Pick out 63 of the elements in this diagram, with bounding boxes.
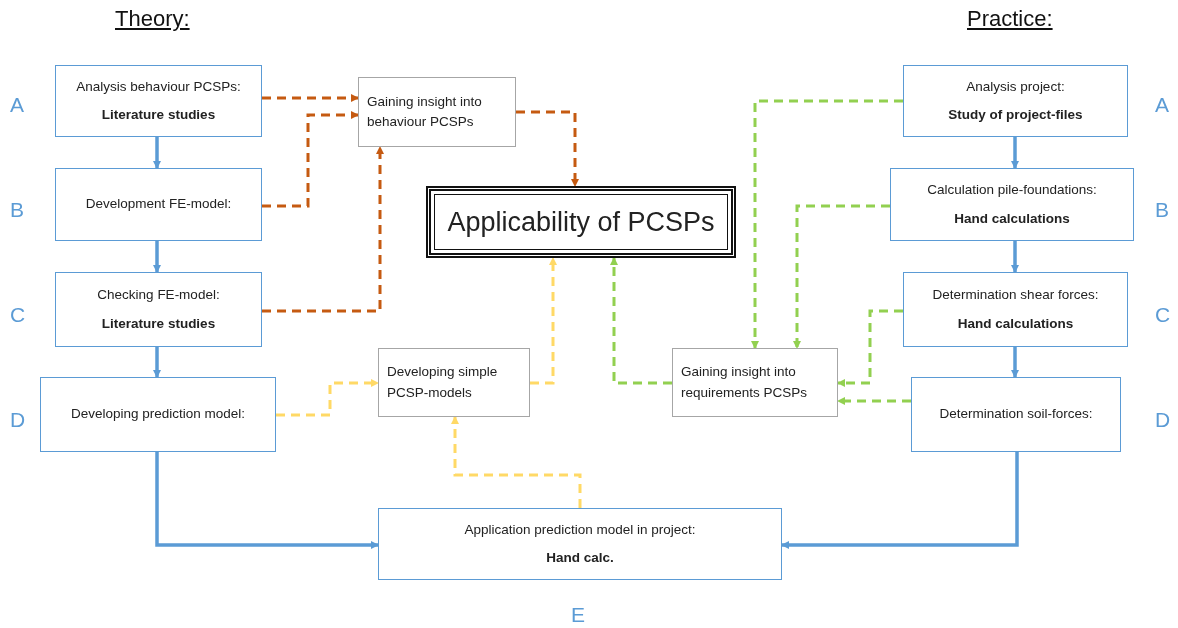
- box-heading: Analysis behaviour PCSPs:: [76, 77, 241, 96]
- process-box: [672, 348, 838, 417]
- arrow: [837, 309, 903, 387]
- box-heading: Application prediction model in project:: [464, 520, 696, 539]
- box-heading: Developing prediction model:: [70, 405, 246, 424]
- process-box: [55, 65, 262, 137]
- arrow: [516, 110, 579, 187]
- row-letter: B: [10, 198, 24, 222]
- box-heading: Gaining insight into requirements PCSPs: [681, 363, 809, 402]
- column-heading: Practice:: [967, 6, 1053, 32]
- process-box: [903, 65, 1128, 137]
- title-box: [426, 186, 736, 258]
- process-box: [55, 168, 262, 241]
- box-detail: Study of project-files: [948, 106, 1083, 125]
- process-box: [40, 377, 276, 452]
- box-heading: Determination shear forces:: [932, 285, 1099, 304]
- box-heading: Calculation pile-foundations:: [927, 180, 1097, 199]
- box-detail: Hand calc.: [546, 549, 614, 568]
- arrow: [610, 257, 672, 385]
- box-heading: Determination soil-forces:: [939, 405, 1093, 424]
- arrow: [153, 241, 161, 273]
- row-letter: A: [10, 93, 24, 117]
- box-detail: Literature studies: [101, 106, 216, 125]
- box-heading: Analysis project:: [966, 77, 1065, 96]
- column-heading: Theory:: [115, 6, 190, 32]
- arrow: [751, 99, 903, 349]
- arrow: [153, 347, 161, 378]
- process-box: [55, 272, 262, 347]
- box-heading: Developing simple PCSP-models: [387, 363, 499, 402]
- box-heading: Gaining insight into behaviour PCSPs: [367, 92, 483, 131]
- process-box: [378, 348, 530, 417]
- arrow: [1011, 347, 1019, 378]
- box-heading: Checking FE-model:: [97, 285, 220, 304]
- arrow: [262, 94, 359, 102]
- box-detail: Hand calculations: [957, 315, 1074, 334]
- row-letter: D: [10, 408, 26, 432]
- arrow: [262, 146, 384, 313]
- arrow: [153, 137, 161, 169]
- arrow: [781, 452, 1019, 549]
- process-box: [890, 168, 1134, 241]
- arrow: [155, 452, 379, 549]
- row-letter: C: [1155, 303, 1171, 327]
- process-box: [378, 508, 782, 580]
- box-heading: Development FE-model:: [85, 195, 232, 214]
- arrow: [1011, 241, 1019, 273]
- row-letter: D: [1155, 408, 1171, 432]
- process-box: [358, 77, 516, 147]
- box-heading: Applicability of PCSPs: [447, 205, 715, 239]
- process-box: [903, 272, 1128, 347]
- arrow: [793, 204, 890, 349]
- row-letter: B: [1155, 198, 1169, 222]
- arrow: [837, 397, 911, 405]
- process-box: [911, 377, 1121, 452]
- arrow: [1011, 137, 1019, 169]
- box-detail: Literature studies: [101, 315, 216, 334]
- arrow: [530, 257, 557, 385]
- row-letter: A: [1155, 93, 1169, 117]
- arrow: [451, 416, 582, 508]
- arrow: [276, 379, 379, 417]
- row-letter: C: [10, 303, 26, 327]
- box-detail: Hand calculations: [954, 209, 1070, 228]
- row-letter: E: [571, 603, 585, 627]
- arrow: [262, 111, 359, 208]
